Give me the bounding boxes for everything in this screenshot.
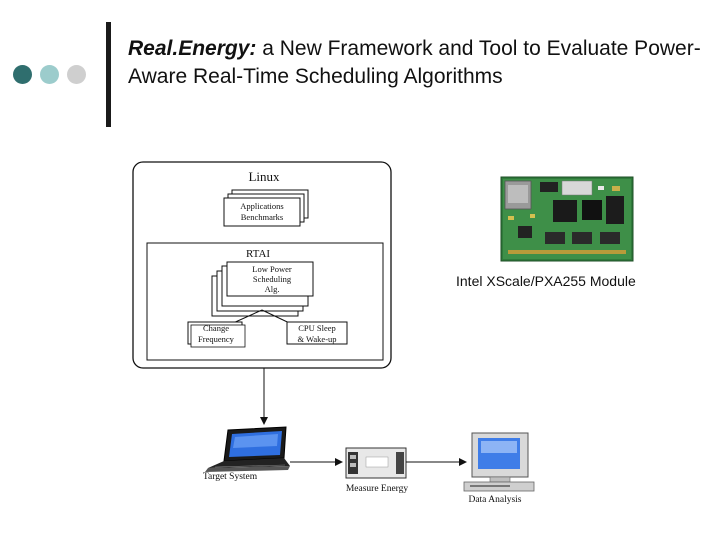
lowpower-label-1: Low Power (252, 264, 292, 274)
decor-dot-grey (67, 65, 86, 84)
title-divider (106, 22, 111, 127)
module-caption: Intel XScale/PXA255 Module (456, 273, 636, 289)
change-frequency-label-2: Frequency (198, 334, 235, 344)
slide-title: Real.Energy: a New Framework and Tool to… (128, 35, 708, 91)
measure-device-icon (345, 447, 407, 479)
change-frequency-box (190, 324, 246, 348)
laptop-icon (205, 426, 290, 472)
title-bold: Real.Energy: (128, 37, 257, 60)
rtai-label: RTAI (246, 248, 270, 260)
title-rest: a New Framework and Tool to Evaluate Pow… (128, 37, 701, 88)
cpu-sleep-box (286, 321, 348, 345)
target-system-label: Target System (203, 472, 258, 482)
cpu-sleep-label-1: CPU Sleep (298, 323, 336, 333)
measure-energy-label: Measure Energy (346, 484, 409, 494)
data-analysis-label: Data Analysis (468, 495, 521, 505)
lowpower-label-3: Alg. (265, 284, 280, 294)
linux-label: Linux (248, 169, 280, 184)
cpu-sleep-label-2: & Wake-up (297, 334, 336, 344)
applications-label-1: Applications (240, 201, 283, 211)
change-frequency-label-1: Change (203, 323, 229, 333)
lowpower-label-2: Scheduling (253, 274, 292, 284)
lowpower-box (226, 261, 314, 297)
applications-label-2: Benchmarks (241, 212, 284, 222)
intel-module-board-image (500, 176, 634, 262)
desktop-computer-icon (463, 432, 535, 492)
decor-dot-dark (13, 65, 32, 84)
applications-box (223, 197, 301, 227)
decor-dot-light (40, 65, 59, 84)
